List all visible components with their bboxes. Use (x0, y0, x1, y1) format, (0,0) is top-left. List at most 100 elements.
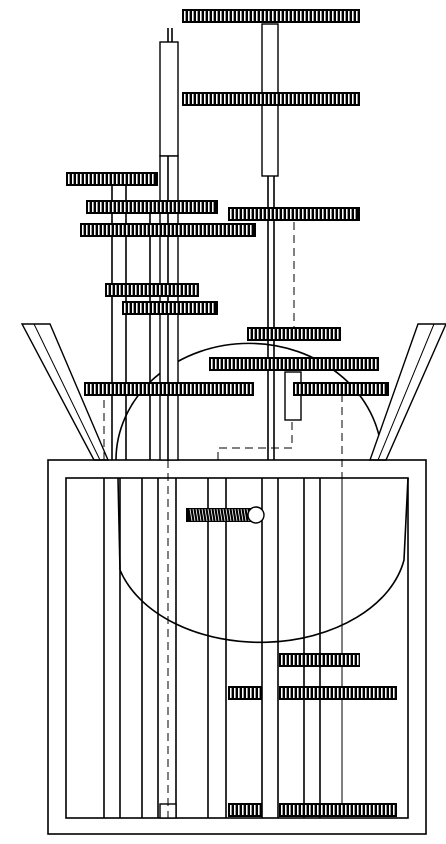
gear-top-2 (182, 92, 360, 106)
worm-thread (225, 508, 229, 522)
gear-right-1-tooth (322, 209, 324, 219)
gear-left-3-tooth (82, 225, 84, 235)
gear-right-1-tooth (290, 209, 292, 219)
gear-frame-5-tooth (377, 805, 379, 815)
gear-left-2-tooth (200, 202, 202, 212)
gear-frame-2-tooth (238, 688, 240, 698)
gear-frame-3-tooth (305, 688, 307, 698)
gear-right-2 (247, 327, 341, 341)
gear-left-6-tooth (206, 384, 208, 394)
worm-thread (228, 508, 232, 522)
gear-top-1-tooth (340, 11, 342, 21)
gear-top-1-tooth (276, 11, 278, 21)
gear-left-6-tooth (190, 384, 192, 394)
gear-left-6-tooth (246, 384, 248, 394)
right-upper-shaft (261, 23, 279, 460)
gear-frame-5-tooth (333, 805, 335, 815)
gear-left-6-tooth (102, 384, 104, 394)
gear-frame-3-tooth (385, 688, 387, 698)
gear-top-2-tooth (288, 94, 290, 104)
gear-right-3-tooth (351, 359, 353, 369)
gear-frame-1-tooth (317, 655, 319, 665)
gear-right-3-tooth (319, 359, 321, 369)
gear-right-2-tooth (309, 329, 311, 339)
gear-right-2-tooth (321, 329, 323, 339)
gear-top-2-tooth (224, 94, 226, 104)
gear-frame-3-tooth (309, 688, 311, 698)
gear-top-2-tooth (328, 94, 330, 104)
gear-top-1-tooth (200, 11, 202, 21)
gear-right-1-tooth (238, 209, 240, 219)
gear-left-3-tooth (118, 225, 120, 235)
gear-left-2-tooth (140, 202, 142, 212)
gear-left-5-tooth (144, 303, 146, 313)
gear-left-5-tooth (140, 303, 142, 313)
gear-right-1-tooth (306, 209, 308, 219)
gear-left-1 (66, 172, 158, 186)
gear-top-1-tooth (240, 11, 242, 21)
gear-left-1-tooth (68, 174, 70, 184)
gear-right-3-tooth (287, 359, 289, 369)
gear-top-1-tooth (220, 11, 222, 21)
gear-top-2-tooth (320, 94, 322, 104)
gear-left-3-tooth (166, 225, 168, 235)
gear-top-1-tooth (356, 11, 358, 21)
gear-top-2-tooth (184, 94, 186, 104)
gear-left-5-tooth (188, 303, 190, 313)
gear-frame-3-tooth (349, 688, 351, 698)
gear-right-4-tooth (379, 384, 381, 394)
gear-frame-3-tooth (329, 688, 331, 698)
gear-left-4-tooth (123, 285, 125, 295)
gear-left-6-tooth (162, 384, 164, 394)
gear-left-5-tooth (208, 303, 210, 313)
gear-frame-3-tooth (381, 688, 383, 698)
gear-left-1-tooth (136, 174, 138, 184)
gear-left-3-tooth (182, 225, 184, 235)
gear-left-2-tooth (172, 202, 174, 212)
worm-thread (204, 508, 208, 522)
gear-left-3-tooth (174, 225, 176, 235)
gear-left-5-tooth (156, 303, 158, 313)
gear-top-1-tooth (308, 11, 310, 21)
gear-left-3-tooth (86, 225, 88, 235)
gear-frame-3-tooth (389, 688, 391, 698)
gear-top-1-tooth (328, 11, 330, 21)
gear-frame-1-body (279, 653, 360, 667)
gear-left-5-tooth (184, 303, 186, 313)
gear-left-6-tooth (90, 384, 92, 394)
gear-frame-4-tooth (246, 805, 248, 815)
gear-left-5-tooth (168, 303, 170, 313)
gear-left-1-tooth (92, 174, 94, 184)
gear-left-3-tooth (110, 225, 112, 235)
gear-right-2-tooth (253, 329, 255, 339)
gear-right-3-tooth (315, 359, 317, 369)
gear-right-2-tooth (289, 329, 291, 339)
gear-top-1-tooth (188, 11, 190, 21)
gear-left-2-tooth (104, 202, 106, 212)
gear-right-4-tooth (347, 384, 349, 394)
gear-right-3-tooth (211, 359, 213, 369)
gear-left-6-tooth (174, 384, 176, 394)
gear-right-4-tooth (339, 384, 341, 394)
gear-left-1-tooth (116, 174, 118, 184)
gear-right-1 (228, 207, 360, 221)
gear-frame-3-tooth (373, 688, 375, 698)
gear-right-2-tooth (305, 329, 307, 339)
gear-frame-5-tooth (345, 805, 347, 815)
gear-frame-3-tooth (345, 688, 347, 698)
worm-thread (216, 508, 220, 522)
gear-top-2-tooth (236, 94, 238, 104)
gear-top-2-tooth (356, 94, 358, 104)
gear-right-4-tooth (323, 384, 325, 394)
gear-left-6-tooth (122, 384, 124, 394)
gear-frame-1-tooth (345, 655, 347, 665)
gear-left-2-tooth (196, 202, 198, 212)
worm-thread (213, 508, 217, 522)
gear-right-3-tooth (227, 359, 229, 369)
gear-left-1-tooth (108, 174, 110, 184)
gear-left-3-tooth (134, 225, 136, 235)
gear-left-5-tooth (136, 303, 138, 313)
gear-right-4-tooth (307, 384, 309, 394)
gear-frame-5-tooth (337, 805, 339, 815)
gear-left-4-tooth (155, 285, 157, 295)
